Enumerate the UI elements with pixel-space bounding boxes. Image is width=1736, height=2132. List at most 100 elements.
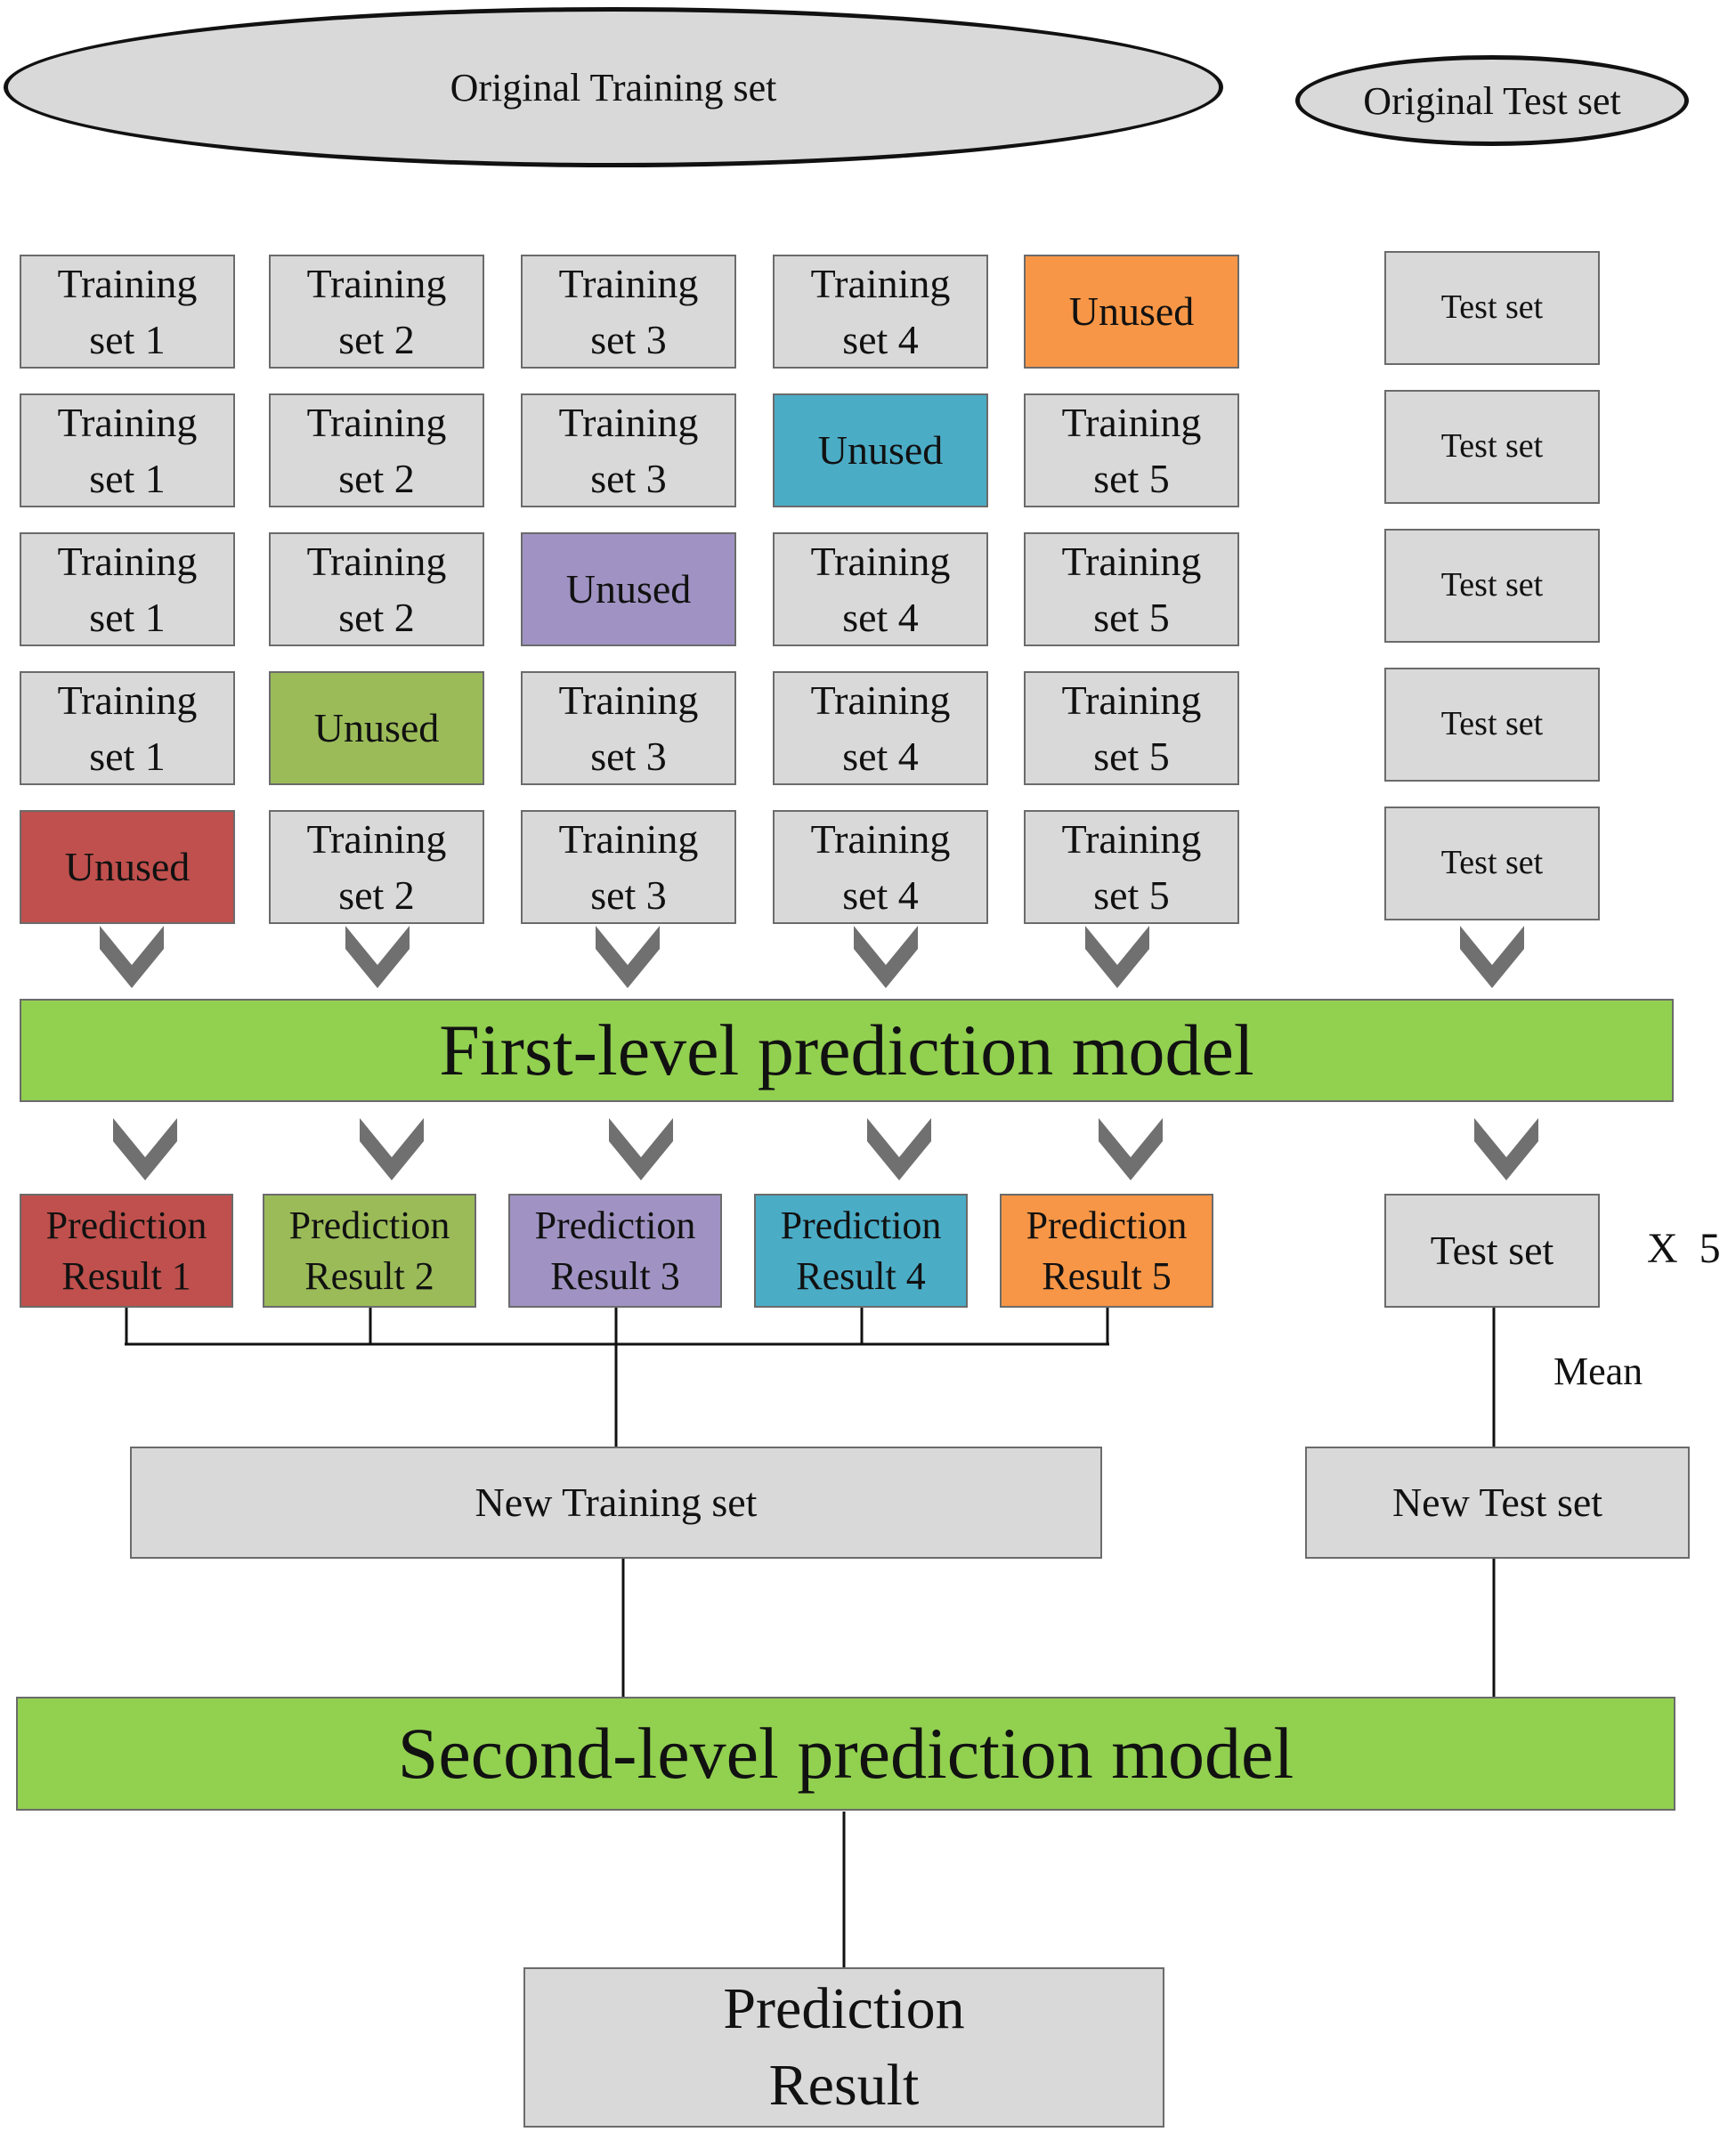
prediction-result-label: Prediction Result 2: [288, 1203, 450, 1298]
training-fold-cell: Training set 4: [773, 810, 988, 924]
chevron-down-icon: [1474, 1118, 1538, 1180]
new-test-set-box: New Test set: [1305, 1447, 1690, 1559]
times-five-label: X 5: [1647, 1225, 1721, 1272]
fold-cell-label: Training set 5: [1061, 815, 1202, 918]
new-training-set-box: New Training set: [130, 1447, 1102, 1559]
test-set-label: Test set: [1440, 427, 1544, 466]
prediction-result-label: Prediction Result 1: [45, 1203, 207, 1298]
training-fold-cell: Training set 3: [521, 671, 736, 785]
test-set-box: Test set: [1384, 390, 1600, 504]
fold-cell-label: Training set 4: [810, 677, 951, 779]
training-fold-cell: Training set 1: [20, 255, 235, 369]
prediction-result-box: Prediction Result 3: [508, 1194, 722, 1308]
fold-cell-label: Training set 1: [57, 399, 198, 501]
test-set-aggregate-box: Test set: [1384, 1194, 1600, 1308]
chevron-down-icon: [1460, 926, 1524, 988]
training-fold-cell: Training set 4: [773, 255, 988, 369]
original-training-set-ellipse: Original Training set: [4, 7, 1223, 167]
chevron-down-icon: [867, 1118, 931, 1180]
prediction-result-box: Prediction Result 1: [20, 1194, 233, 1308]
fold-cell-label: Unused: [64, 844, 191, 890]
original-test-set-label: Original Test set: [1363, 78, 1621, 123]
original-test-set-ellipse: Original Test set: [1295, 55, 1689, 146]
fold-cell-label: Unused: [565, 566, 692, 612]
final-prediction-result-label: Prediction Result: [723, 1976, 965, 2118]
unused-fold-cell: Unused: [1024, 255, 1239, 369]
training-fold-cell: Training set 4: [773, 532, 988, 646]
training-fold-cell: Training set 3: [521, 255, 736, 369]
fold-cell-label: Training set 5: [1061, 677, 1202, 779]
fold-cell-label: Training set 1: [57, 260, 198, 362]
prediction-result-label: Prediction Result 4: [780, 1203, 942, 1298]
fold-cell-label: Training set 3: [558, 399, 699, 501]
fold-cell-label: Training set 5: [1061, 538, 1202, 640]
chevron-down-icon: [854, 926, 918, 988]
training-fold-cell: Training set 1: [20, 532, 235, 646]
first-level-model-bar: First-level prediction model: [20, 999, 1674, 1102]
test-set-box: Test set: [1384, 668, 1600, 782]
fold-cell-label: Training set 3: [558, 260, 699, 362]
unused-fold-cell: Unused: [20, 810, 235, 924]
fold-cell-label: Training set 2: [306, 815, 447, 918]
fold-cell-label: Unused: [313, 705, 440, 751]
test-set-label: Test set: [1440, 566, 1544, 604]
fold-cell-label: Training set 1: [57, 677, 198, 779]
chevron-down-icon: [100, 926, 164, 988]
prediction-result-label: Prediction Result 3: [534, 1203, 696, 1298]
mean-label: Mean: [1553, 1350, 1643, 1393]
training-fold-cell: Training set 5: [1024, 532, 1239, 646]
chevron-down-icon: [1099, 1118, 1163, 1180]
new-training-set-label: New Training set: [475, 1479, 758, 1525]
unused-fold-cell: Unused: [269, 671, 484, 785]
fold-cell-label: Training set 5: [1061, 399, 1202, 501]
first-level-model-label: First-level prediction model: [439, 1009, 1254, 1090]
fold-cell-label: Unused: [817, 427, 944, 474]
test-set-aggregate-label: Test set: [1430, 1227, 1554, 1273]
training-fold-cell: Training set 5: [1024, 810, 1239, 924]
training-fold-cell: Training set 5: [1024, 393, 1239, 507]
test-set-box: Test set: [1384, 529, 1600, 643]
prediction-result-box: Prediction Result 5: [1000, 1194, 1213, 1308]
training-fold-cell: Training set 4: [773, 671, 988, 785]
test-set-label: Test set: [1440, 288, 1544, 327]
training-fold-cell: Training set 3: [521, 393, 736, 507]
unused-fold-cell: Unused: [521, 532, 736, 646]
test-set-label: Test set: [1440, 705, 1544, 743]
second-level-model-bar: Second-level prediction model: [16, 1697, 1675, 1811]
new-test-set-label: New Test set: [1391, 1479, 1603, 1525]
training-fold-cell: Training set 2: [269, 532, 484, 646]
second-level-model-label: Second-level prediction model: [397, 1713, 1294, 1794]
prediction-result-box: Prediction Result 4: [754, 1194, 968, 1308]
final-prediction-result-box: Prediction Result: [523, 1967, 1164, 2128]
fold-cell-label: Training set 4: [810, 815, 951, 918]
fold-cell-label: Training set 3: [558, 677, 699, 779]
fold-cell-label: Training set 4: [810, 260, 951, 362]
training-fold-cell: Training set 3: [521, 810, 736, 924]
fold-cell-label: Training set 2: [306, 399, 447, 501]
fold-cell-label: Training set 1: [57, 538, 198, 640]
chevron-down-icon: [345, 926, 410, 988]
training-fold-cell: Training set 1: [20, 671, 235, 785]
test-set-label: Test set: [1440, 844, 1544, 882]
fold-cell-label: Unused: [1068, 288, 1195, 335]
chevron-down-icon: [1085, 926, 1149, 988]
fold-cell-label: Training set 2: [306, 260, 447, 362]
chevron-down-icon: [609, 1118, 673, 1180]
training-fold-cell: Training set 5: [1024, 671, 1239, 785]
prediction-result-box: Prediction Result 2: [263, 1194, 476, 1308]
unused-fold-cell: Unused: [773, 393, 988, 507]
test-set-box: Test set: [1384, 251, 1600, 365]
test-set-box: Test set: [1384, 807, 1600, 920]
fold-cell-label: Training set 4: [810, 538, 951, 640]
original-training-set-label: Original Training set: [450, 65, 777, 109]
chevron-down-icon: [113, 1118, 177, 1180]
training-fold-cell: Training set 2: [269, 255, 484, 369]
training-fold-cell: Training set 1: [20, 393, 235, 507]
training-fold-cell: Training set 2: [269, 393, 484, 507]
prediction-result-label: Prediction Result 5: [1026, 1203, 1188, 1298]
chevron-down-icon: [596, 926, 660, 988]
training-fold-cell: Training set 2: [269, 810, 484, 924]
fold-cell-label: Training set 2: [306, 538, 447, 640]
fold-cell-label: Training set 3: [558, 815, 699, 918]
